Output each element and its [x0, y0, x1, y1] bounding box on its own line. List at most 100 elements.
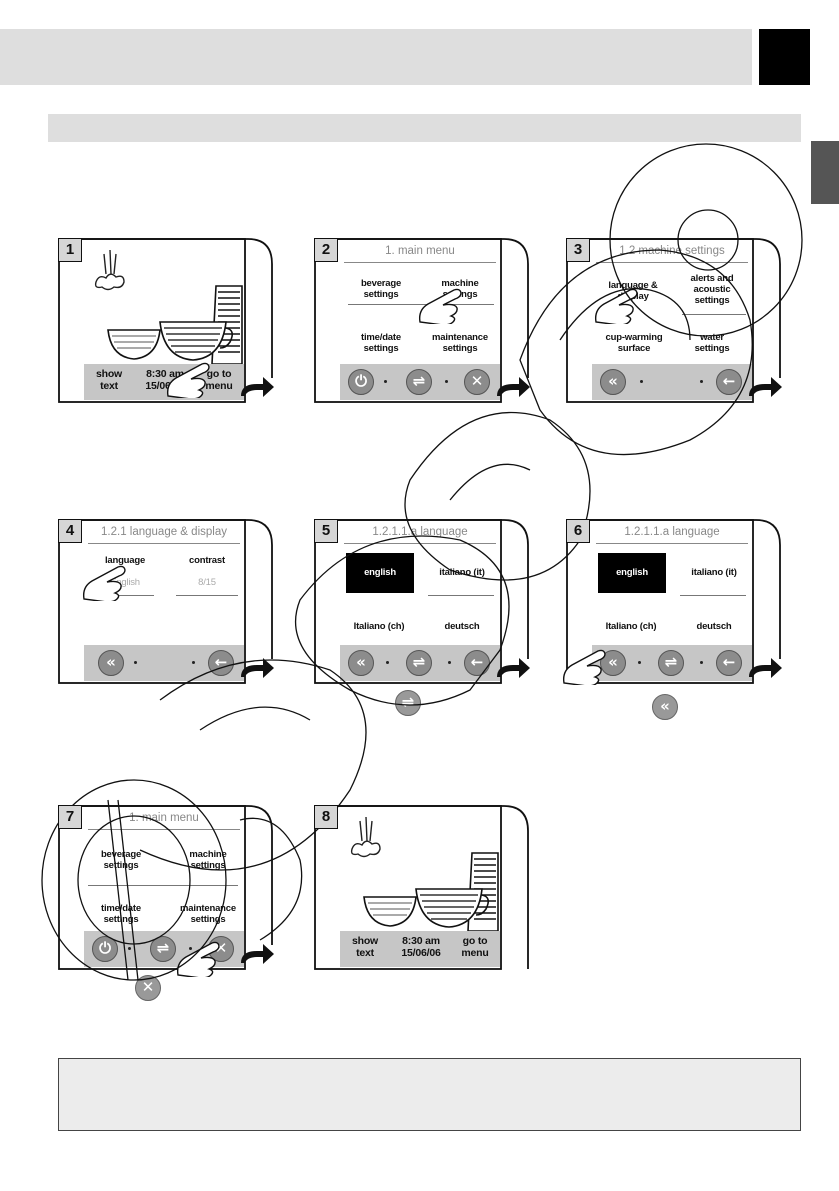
button-bar: ⏻ ⇌ ✕	[340, 364, 500, 400]
menu-screen: 1. main menu beverage settings machine s…	[84, 807, 244, 977]
divider	[88, 885, 238, 886]
language-value: English	[110, 577, 140, 588]
step-number: 7	[58, 805, 82, 829]
curved-next-arrow-icon	[497, 377, 530, 397]
close-x-icon: ✕	[135, 975, 161, 1001]
curved-next-arrow-icon	[241, 658, 274, 678]
option-english[interactable]: english	[598, 553, 666, 593]
menu-header: 1.2.1.1.a language	[344, 521, 496, 544]
show-text-label[interactable]: show text	[95, 368, 123, 392]
pointing-hand-icon	[594, 288, 638, 324]
status-bar: show text 8:30 am 15/06/06 go to menu	[84, 364, 244, 400]
divider	[428, 595, 494, 596]
option-deutsch[interactable]: deutsch	[444, 621, 480, 632]
separator-dot	[386, 661, 389, 664]
menu-header: 1.2 machine settings	[596, 240, 748, 263]
left-arrow-icon[interactable]: ←	[208, 650, 234, 676]
scroll-arrows-icon[interactable]: ⇌	[406, 369, 432, 395]
scroll-arrows-icon[interactable]: ⇌	[658, 650, 684, 676]
language-screen: 1.2.1.1.a language english italiano (it)…	[562, 521, 752, 685]
double-chevron-back-icon: «	[652, 694, 678, 720]
menu-header: 1.2.1 language & display	[88, 521, 240, 544]
option-italiano-it[interactable]: italiano (it)	[439, 567, 485, 578]
power-icon[interactable]: ⏻	[348, 369, 374, 395]
menu-item-beverage-settings[interactable]: beverage settings	[360, 278, 402, 300]
go-to-menu-label[interactable]: go to menu	[205, 368, 233, 392]
curved-next-arrow-icon	[241, 944, 274, 964]
menu-header: 1. main menu	[88, 807, 240, 830]
pointing-hand-icon	[562, 649, 606, 685]
double-chevron-back-icon[interactable]: «	[600, 369, 626, 395]
home-screen: show text 8:30 am 15/06/06 go to menu	[84, 240, 244, 400]
menu-item-maintenance-settings[interactable]: maintenance settings	[432, 332, 488, 354]
note-box	[58, 1058, 801, 1131]
button-bar: « ⇌ ←	[340, 645, 500, 681]
close-x-icon[interactable]: ✕	[464, 369, 490, 395]
separator-dot	[700, 380, 703, 383]
pointing-hand-icon	[418, 288, 462, 324]
option-deutsch[interactable]: deutsch	[696, 621, 732, 632]
divider	[680, 595, 746, 596]
step-number: 1	[58, 238, 82, 262]
step-number: 4	[58, 519, 82, 543]
separator-dot	[640, 380, 643, 383]
menu-item-alerts-acoustic[interactable]: alerts and acoustic settings	[690, 273, 734, 306]
separator-dot	[700, 661, 703, 664]
header-band	[0, 29, 752, 85]
step-6-panel: 6 1.2.1.1.a language english italiano (i…	[562, 519, 782, 685]
option-italiano-ch[interactable]: Italiano (ch)	[605, 621, 657, 632]
menu-screen: 1.2.1 language & display language Englis…	[82, 521, 244, 681]
step-7-panel: 7 1. main menu beverage settings machine…	[58, 805, 274, 977]
step-number: 2	[314, 238, 338, 262]
left-arrow-icon[interactable]: ←	[464, 650, 490, 676]
step-number: 6	[566, 519, 590, 543]
separator-dot	[192, 661, 195, 664]
scroll-arrows-icon[interactable]: ⇌	[406, 650, 432, 676]
curved-next-arrow-icon	[749, 658, 782, 678]
separator-dot	[134, 661, 137, 664]
device-frame	[566, 519, 781, 684]
menu-screen: 1. main menu beverage settings machine s…	[340, 240, 500, 400]
go-to-menu-label[interactable]: go to menu	[461, 935, 489, 959]
divider	[92, 595, 154, 596]
home-screen: show text 8:30 am 15/06/06 go to menu	[340, 807, 500, 967]
scroll-arrows-icon[interactable]: ⇌	[150, 936, 176, 962]
option-english[interactable]: english	[346, 553, 414, 593]
device-frame	[314, 805, 529, 970]
menu-item-contrast[interactable]: contrast	[189, 555, 225, 566]
status-bar: show text 8:30 am 15/06/06 go to menu	[340, 931, 500, 967]
double-chevron-back-icon[interactable]: «	[348, 650, 374, 676]
button-bar: « ←	[84, 645, 244, 681]
menu-item-maintenance-settings[interactable]: maintenance settings	[180, 903, 236, 925]
menu-item-time-date-settings[interactable]: time/date settings	[361, 332, 401, 354]
double-chevron-back-icon[interactable]: «	[98, 650, 124, 676]
separator-dot	[448, 661, 451, 664]
curved-next-arrow-icon	[241, 377, 274, 397]
button-bar: « ⇌ ←	[592, 645, 752, 681]
chapter-marker	[759, 29, 810, 85]
menu-header: 1. main menu	[344, 240, 496, 263]
scroll-arrows-icon: ⇌	[395, 690, 421, 716]
step-1-panel: 1 show text	[58, 238, 274, 404]
divider	[176, 595, 238, 596]
divider	[348, 304, 494, 305]
left-arrow-icon[interactable]: ←	[716, 369, 742, 395]
show-text-label[interactable]: show text	[351, 935, 379, 959]
menu-item-water-settings[interactable]: water settings	[694, 332, 730, 354]
separator-dot	[384, 380, 387, 383]
option-italiano-ch[interactable]: Italiano (ch)	[353, 621, 405, 632]
left-arrow-icon[interactable]: ←	[716, 650, 742, 676]
menu-item-time-date-settings[interactable]: time/date settings	[101, 903, 141, 925]
option-italiano-it[interactable]: italiano (it)	[691, 567, 737, 578]
power-icon[interactable]: ⏻	[92, 936, 118, 962]
curved-next-arrow-icon	[497, 658, 530, 678]
menu-item-beverage-settings[interactable]: beverage settings	[100, 849, 142, 871]
menu-item-cup-warming[interactable]: cup-warming surface	[605, 332, 663, 354]
cups-icon	[94, 249, 243, 365]
menu-item-language[interactable]: language	[104, 555, 146, 566]
menu-item-machine-settings[interactable]: machine settings	[189, 849, 227, 871]
step-number: 3	[566, 238, 590, 262]
separator-dot	[445, 380, 448, 383]
separator-dot	[128, 947, 131, 950]
steam-icon	[94, 249, 125, 291]
